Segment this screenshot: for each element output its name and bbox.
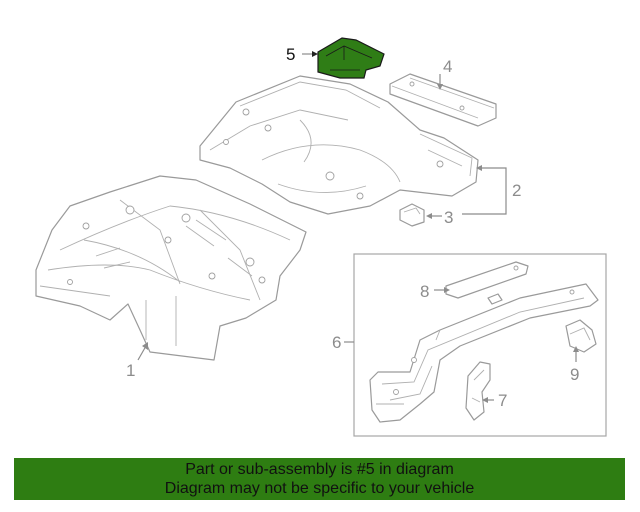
callout-5: 5: [286, 45, 295, 64]
callout-9: 9: [570, 365, 579, 384]
callout-2: 2: [512, 181, 521, 200]
part-5-body: [317, 37, 385, 79]
part-2-rear-floor[interactable]: [199, 75, 479, 215]
part-5-detail: [325, 45, 373, 71]
callout-4: 4: [443, 57, 452, 76]
banner-line-2: Diagram may not be specific to your vehi…: [164, 480, 475, 497]
callout-6: 6: [332, 333, 341, 352]
part-3-bracket[interactable]: [399, 203, 425, 227]
callout-8: 8: [420, 282, 429, 301]
part-7-gusset[interactable]: [465, 361, 491, 421]
callout-1: 1: [126, 361, 135, 380]
part-4-rail[interactable]: [389, 73, 497, 127]
part-6-group-box: [353, 253, 607, 437]
leader-lines: [137, 51, 579, 403]
part-5-highlighted[interactable]: [317, 37, 385, 79]
part-9-bracket[interactable]: [565, 319, 597, 353]
part-8-plate[interactable]: [445, 261, 529, 305]
callout-3: 3: [444, 208, 453, 227]
info-banner: Part or sub-assembly is #5 in diagram Di…: [14, 458, 625, 500]
rail-assembly[interactable]: [369, 283, 599, 423]
part-1-front-floor[interactable]: [35, 175, 307, 361]
banner-line-1: Part or sub-assembly is #5 in diagram: [185, 461, 454, 478]
callout-7: 7: [498, 391, 507, 410]
